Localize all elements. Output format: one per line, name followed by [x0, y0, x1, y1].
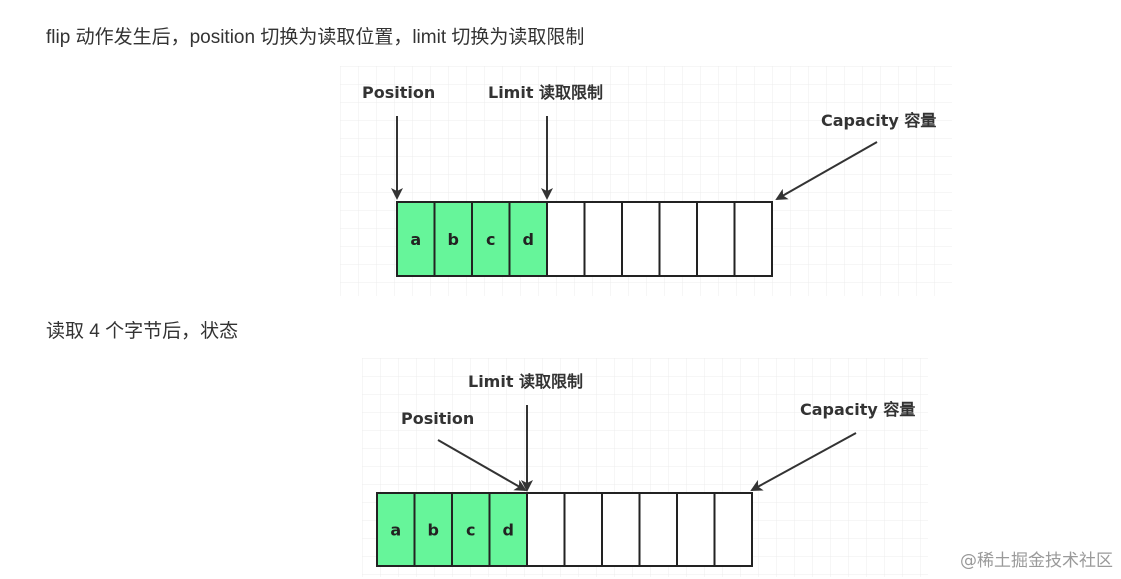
filled-cell [433, 201, 473, 277]
buffer-cells: a b c d [376, 492, 753, 567]
capacity-arrow [775, 141, 878, 200]
capacity-label: Capacity 容量 [821, 111, 936, 130]
cell-value: c [466, 521, 475, 540]
buffer-diagram-after-read: a b c d Limit 读取限制 Position Capacity 容量 [362, 358, 928, 577]
cell-value: d [503, 521, 514, 540]
filled-cell [396, 201, 436, 277]
empty-cell [713, 492, 753, 567]
filled-cell [413, 492, 453, 567]
empty-cell [638, 492, 678, 567]
limit-label: Limit 读取限制 [488, 83, 603, 102]
empty-cell [676, 492, 716, 567]
empty-cell [658, 201, 698, 277]
filled-cell [508, 201, 548, 277]
empty-cell [733, 201, 773, 277]
empty-cell [621, 201, 661, 277]
filled-cell [451, 492, 491, 567]
empty-cell [546, 201, 586, 277]
position-label: Position [401, 409, 474, 428]
capacity-arrow [750, 432, 857, 491]
cell-value: a [410, 230, 421, 249]
cell-value: b [448, 230, 459, 249]
capacity-label: Capacity 容量 [800, 400, 915, 419]
limit-label: Limit 读取限制 [468, 372, 583, 391]
empty-cell [526, 492, 566, 567]
empty-cell [563, 492, 603, 567]
empty-cell [696, 201, 736, 277]
cell-value: d [523, 230, 534, 249]
filled-cell [471, 201, 511, 277]
cell-value: b [428, 521, 439, 540]
paragraph-flip-description: flip 动作发生后，position 切换为读取位置，limit 切换为读取限… [46, 27, 585, 48]
filled-cell [376, 492, 416, 567]
paragraph-after-read: 读取 4 个字节后，状态 [46, 321, 239, 342]
cell-value: c [486, 230, 495, 249]
position-arrow [437, 439, 527, 491]
empty-cell [601, 492, 641, 567]
buffer-diagram-after-flip: a b c d Position Limit 读取限制 Capacity 容量 [340, 66, 952, 296]
watermark: @稀土掘金技术社区 [960, 551, 1113, 571]
buffer-cells: a b c d [396, 201, 773, 277]
empty-cell [583, 201, 623, 277]
cell-value: a [390, 521, 401, 540]
position-label: Position [362, 83, 435, 102]
